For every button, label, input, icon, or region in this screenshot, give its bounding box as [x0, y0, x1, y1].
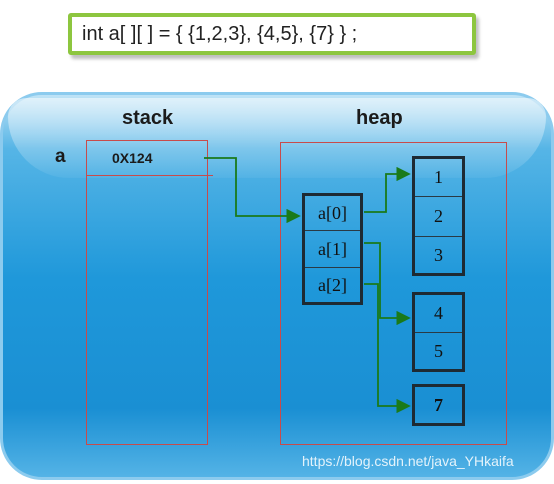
code-text: int a[ ][ ] = { {1,2,3}, {4,5}, {7} } ;: [82, 22, 358, 45]
row0-divider: [415, 196, 462, 197]
row1-array-box: [412, 292, 465, 372]
stack-frame: [86, 140, 208, 445]
row0-divider: [415, 236, 462, 237]
outer-cell-2: a[2]: [318, 274, 347, 295]
outer-divider: [305, 267, 360, 268]
row0-cell-1: 2: [434, 206, 443, 226]
stack-slot-divider: [87, 175, 213, 176]
outer-array-box: [302, 193, 363, 305]
row1-cell-0: 4: [434, 303, 443, 323]
row2-array-box: [412, 384, 465, 426]
row0-array-box: [412, 156, 465, 276]
outer-cell-0: a[0]: [318, 202, 347, 223]
row2-cell-0: 7: [434, 394, 443, 415]
heap-title: heap: [356, 107, 403, 129]
arrow-a2-to-row2: [364, 283, 411, 414]
code-declaration-box: int a[ ][ ] = { {1,2,3}, {4,5}, {7} } ;: [68, 13, 476, 55]
arrow-stack-to-outer: [204, 157, 301, 224]
outer-divider: [305, 230, 360, 231]
stack-title: stack: [122, 107, 174, 129]
stack-value: 0X124: [112, 150, 153, 166]
heap-frame: [280, 142, 507, 445]
arrow-a0-to-row0: [364, 166, 411, 213]
outer-cell-1: a[1]: [318, 238, 347, 259]
row1-cell-1: 5: [434, 340, 443, 361]
watermark-text: https://blog.csdn.net/java_YHkaifa: [302, 453, 514, 469]
variable-a-label: a: [55, 146, 66, 167]
row0-cell-2: 3: [434, 244, 443, 265]
row1-divider: [415, 332, 462, 333]
arrow-a1-to-row1: [364, 242, 411, 326]
row0-cell-0: 1: [434, 167, 443, 187]
